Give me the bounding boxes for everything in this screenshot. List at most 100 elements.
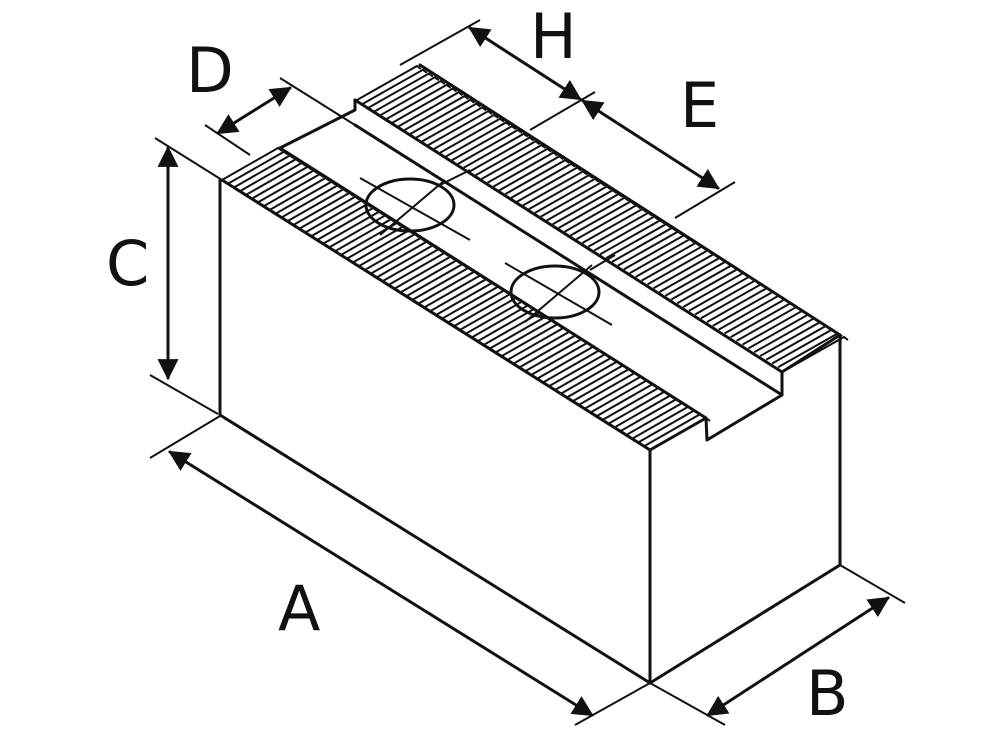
right-strip-tooth xyxy=(516,166,582,203)
left-strip-tooth xyxy=(316,206,378,241)
ext-b xyxy=(649,564,906,726)
left-strip-tooth xyxy=(465,300,527,335)
right-strip-tooth xyxy=(777,332,843,369)
left-strip-tooth xyxy=(542,349,604,384)
left-strip-tooth xyxy=(387,251,450,286)
left-strip-tooth xyxy=(524,338,586,373)
right-strip-tooth xyxy=(433,113,499,150)
right-strip-tooth xyxy=(676,268,742,305)
right-strip-tooth xyxy=(558,192,624,229)
right-strip-tooth xyxy=(392,87,458,124)
right-strip-tooth xyxy=(498,155,564,192)
left-strip-tooth xyxy=(607,390,669,425)
right-strip-tooth xyxy=(356,64,422,101)
left-strip-tooth xyxy=(471,304,533,339)
left-strip-tooth xyxy=(376,244,438,279)
block-body xyxy=(218,63,849,685)
dimension-labels: D H E C A B xyxy=(106,0,849,730)
left-strip-tooth xyxy=(429,278,491,313)
left-strip-tooth xyxy=(257,169,319,204)
hole-centerline-1 xyxy=(359,177,471,241)
right-face xyxy=(648,333,842,685)
right-strip-tooth xyxy=(415,102,481,139)
ext-e xyxy=(674,181,736,219)
right-strip-tooth xyxy=(741,309,808,346)
ext-h xyxy=(399,19,596,131)
ext-c xyxy=(149,137,223,415)
left-strip-tooth xyxy=(423,274,485,309)
left-strip-tooth xyxy=(560,360,622,395)
left-strip-tooth xyxy=(292,191,354,226)
mounting-holes xyxy=(359,169,616,326)
left-strip-tooth xyxy=(358,233,420,268)
left-strip-tooth xyxy=(322,210,384,245)
left-strip-tooth xyxy=(411,266,473,301)
right-strip-tooth xyxy=(362,68,428,105)
right-strip-tooth xyxy=(510,162,576,199)
label-a: A xyxy=(278,572,320,645)
right-strip-tooth xyxy=(475,140,541,177)
center-axis xyxy=(439,169,616,271)
left-strip-tooth xyxy=(441,285,503,320)
left-strip-tooth xyxy=(518,334,580,369)
left-strip-tooth xyxy=(417,270,479,305)
right-strip-tooth xyxy=(623,234,689,271)
dimension-lines xyxy=(149,19,906,726)
right-strip-tooth xyxy=(653,253,719,290)
right-strip-tooth xyxy=(457,128,523,165)
right-strip-tooth xyxy=(700,283,766,320)
left-strip-tooth xyxy=(334,218,396,253)
left-strip-tooth xyxy=(619,398,681,433)
right-strip-tooth xyxy=(694,279,760,316)
right-strip-tooth xyxy=(587,211,653,248)
dim-e-arrow xyxy=(581,99,720,190)
label-e: E xyxy=(680,69,719,142)
right-strip-tooth xyxy=(718,294,784,331)
right-strip-tooth xyxy=(445,121,511,158)
right-strip-tooth xyxy=(765,324,831,361)
left-strip-tooth xyxy=(298,195,360,230)
ext-d xyxy=(204,77,356,156)
hole-1 xyxy=(364,177,456,233)
right-strip-tooth xyxy=(427,109,493,147)
right-strip-tooth xyxy=(682,271,748,308)
groove-back-edge xyxy=(353,123,784,397)
right-strip-tooth xyxy=(398,91,464,128)
right-strip-tooth xyxy=(439,117,505,154)
hole-2 xyxy=(509,264,601,320)
left-strip-tooth xyxy=(631,405,693,440)
left-strip-tooth xyxy=(393,255,455,290)
label-d: D xyxy=(186,34,234,107)
left-strip-tooth xyxy=(346,225,408,260)
right-strip-tooth xyxy=(386,83,452,120)
right-strip-tooth xyxy=(664,260,730,297)
left-strip-tooth xyxy=(554,356,616,391)
left-strip-tooth xyxy=(328,214,390,249)
left-strip-tooth xyxy=(304,199,366,234)
left-strip-tooth xyxy=(364,236,426,271)
right-strip-tooth xyxy=(688,275,754,312)
right-strip-tooth xyxy=(611,226,677,263)
right-strip-tooth xyxy=(617,230,683,267)
right-strip-front-edge xyxy=(353,98,784,374)
right-strip-tooth xyxy=(599,219,665,256)
left-strip-tooth xyxy=(596,383,658,418)
left-strip-tooth xyxy=(370,240,432,275)
left-strip-tooth xyxy=(613,394,675,429)
right-strip-tooth xyxy=(492,151,559,188)
right-strip-tooth xyxy=(451,125,517,162)
right-strip-tooth xyxy=(463,132,529,169)
right-strip-tooth xyxy=(771,328,837,365)
left-strip-tooth xyxy=(548,353,610,388)
right-strip-tooth xyxy=(736,305,802,342)
serrations xyxy=(221,64,849,451)
left-strip-tooth xyxy=(584,375,646,410)
left-strip-tooth xyxy=(251,165,313,200)
left-strip-tooth xyxy=(233,154,295,189)
left-strip-tooth xyxy=(643,413,705,448)
dim-d-arrow xyxy=(216,86,292,135)
left-strip-tooth xyxy=(506,326,568,361)
right-strip-tooth xyxy=(504,158,570,195)
right-strip-tooth xyxy=(706,286,772,323)
